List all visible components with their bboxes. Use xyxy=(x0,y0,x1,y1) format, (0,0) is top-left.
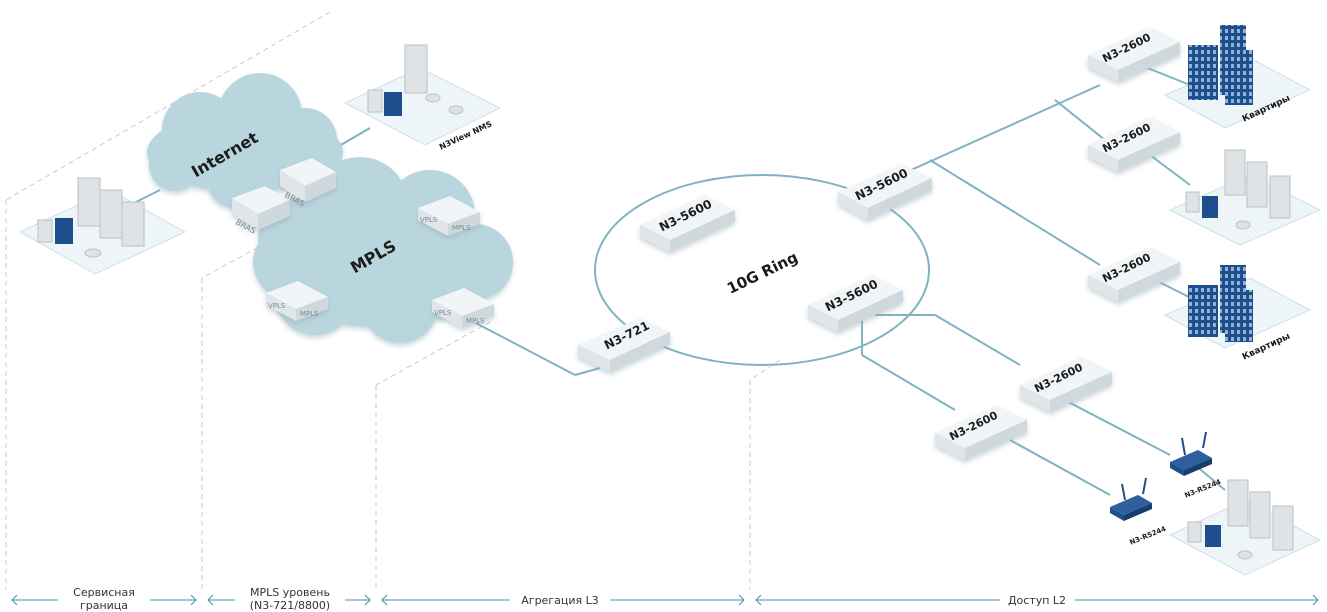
workstation-icon xyxy=(37,219,53,243)
vpls-label: VPLS xyxy=(268,302,286,310)
zone-bar xyxy=(11,594,1319,606)
server-rack-icon xyxy=(1272,505,1294,551)
vpls-mpls-switch-right: VPLS MPLS xyxy=(432,288,494,328)
monitor-icon xyxy=(1205,525,1221,547)
workstation-icon xyxy=(1185,191,1200,213)
mpls-label: MPLS xyxy=(466,317,485,325)
storage-icon xyxy=(425,93,441,103)
switch-n3-5600-top: N3-5600 xyxy=(640,195,735,252)
service-site xyxy=(18,177,187,275)
wireless-router-2: N3-R5244 xyxy=(1110,477,1168,547)
router-label: N3-R5244 xyxy=(1129,525,1168,547)
vpls-mpls-switch-top: VPLS MPLS xyxy=(418,196,480,236)
server-rack-icon xyxy=(77,177,145,247)
workstation-icon xyxy=(367,89,383,113)
links xyxy=(129,64,1226,496)
nms-site: N3View NMS xyxy=(343,44,502,152)
building-icon xyxy=(1188,265,1253,342)
server-rack-icon xyxy=(1227,479,1249,527)
wireless-router-1: N3-R5244 xyxy=(1170,431,1223,500)
server-site-right xyxy=(1168,149,1322,246)
vpls-label: VPLS xyxy=(420,216,438,224)
vpls-mpls-switch-left: VPLS MPLS xyxy=(266,281,328,321)
server-site-bottom xyxy=(1168,479,1322,576)
ring-label: 10G Ring xyxy=(724,248,801,298)
mpls-label: MPLS xyxy=(300,310,319,318)
ring-link xyxy=(594,174,930,366)
server-rack-icon xyxy=(1246,161,1268,208)
zone-access-label: Доступ L2 xyxy=(1008,594,1066,607)
server-rack-icon xyxy=(1224,149,1246,196)
zone-mpls-label: MPLS уровень xyxy=(250,586,330,599)
switch-n3-2600-5: N3-2600 xyxy=(935,405,1027,460)
monitor-icon xyxy=(384,92,402,116)
switch-n3-5600-right: N3-5600 xyxy=(838,164,932,220)
server-rack-icon xyxy=(404,44,428,94)
monitor-icon xyxy=(55,218,73,244)
workstation-icon xyxy=(1187,521,1202,543)
building-icon xyxy=(1188,25,1253,105)
router-label: N3-R5244 xyxy=(1184,478,1223,500)
switch-n3-721: N3-721 xyxy=(578,318,670,372)
storage-icon xyxy=(448,105,464,115)
storage-icon xyxy=(1235,220,1251,230)
mpls-label: MPLS xyxy=(452,224,471,232)
monitor-icon xyxy=(1202,196,1218,218)
switch-n3-5600-bottom: N3-5600 xyxy=(808,275,903,332)
server-rack-icon xyxy=(1269,175,1291,219)
server-rack-icon xyxy=(1249,491,1271,539)
switch-n3-2600-1: N3-2600 xyxy=(1088,27,1180,82)
switch-n3-2600-4: N3-2600 xyxy=(1020,357,1112,412)
zone-aggregation-label: Агрегация L3 xyxy=(521,594,598,607)
apartments-site-2: Квартиры xyxy=(1163,265,1312,363)
zone-mpls-label-2: (N3-721/8800) xyxy=(250,599,330,612)
storage-icon xyxy=(84,248,102,258)
vpls-label: VPLS xyxy=(434,309,452,317)
zone-service-label: Сервисная xyxy=(73,586,135,599)
bras-router-1: BRAS xyxy=(232,186,290,236)
switch-n3-2600-3: N3-2600 xyxy=(1088,247,1180,302)
switch-n3-2600-2: N3-2600 xyxy=(1088,117,1180,172)
storage-icon xyxy=(1237,550,1253,560)
zone-service-label-2: граница xyxy=(80,599,128,612)
apartments-site-1: Квартиры xyxy=(1163,25,1312,129)
